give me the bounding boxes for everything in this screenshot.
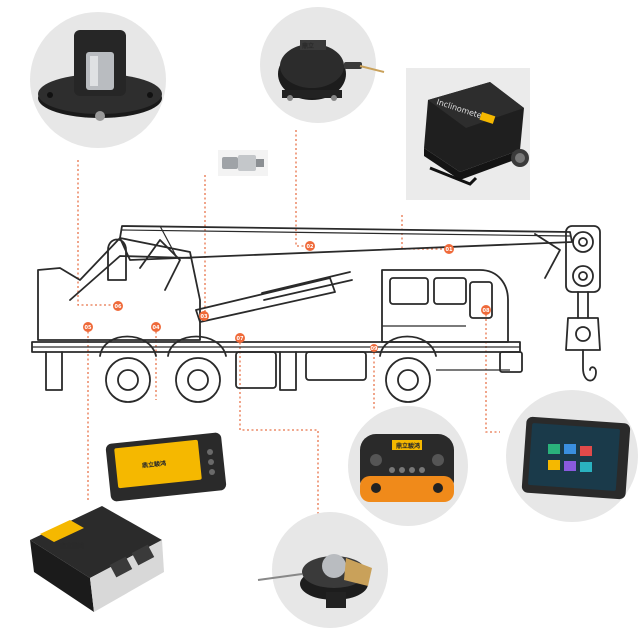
svg-text:09: 09 xyxy=(371,346,378,352)
marker-02: 02 xyxy=(305,241,315,251)
marker-06: 06 xyxy=(113,301,123,311)
svg-text:鼎立: 鼎立 xyxy=(302,42,314,50)
marker-03: 03 xyxy=(199,311,209,321)
svg-text:08: 08 xyxy=(483,308,490,314)
marker-04: 04 xyxy=(151,322,161,332)
svg-text:05: 05 xyxy=(85,325,92,331)
handheld-display-device: 鼎立駿鸿 xyxy=(105,432,227,502)
rotation-encoder-device xyxy=(30,12,166,148)
svg-text:07: 07 xyxy=(237,336,244,342)
svg-text:06: 06 xyxy=(115,304,122,310)
wire-length-sensor-device: 鼎立 xyxy=(260,7,385,123)
controller-brand: 鼎立駿鸿 xyxy=(60,542,84,550)
slewing-encoder-device xyxy=(257,512,388,628)
marker-01: 01 xyxy=(444,244,454,254)
display-brand: 鼎立駿鸿 xyxy=(142,459,167,469)
pressure-sensor-device xyxy=(218,150,268,176)
svg-text:01: 01 xyxy=(446,247,453,253)
remote-brand: 鼎立駿鸿 xyxy=(396,442,420,450)
svg-text:02: 02 xyxy=(307,244,314,250)
controller-box-device: 鼎立駿鸿 xyxy=(30,506,164,612)
marker-07: 07 xyxy=(235,333,245,343)
tablet-display-device xyxy=(506,390,638,522)
crane-illustration xyxy=(31,225,601,403)
remote-controller-device: 鼎立駿鸿 xyxy=(348,406,468,526)
svg-text:03: 03 xyxy=(201,314,208,320)
svg-text:04: 04 xyxy=(153,325,160,331)
inclinometer-device: Inclinometer xyxy=(406,68,530,200)
callout-markers: 01 02 03 04 05 06 07 08 xyxy=(83,241,491,352)
marker-09: 09 xyxy=(370,344,378,352)
marker-08: 08 xyxy=(481,305,491,315)
marker-05: 05 xyxy=(83,322,93,332)
leader-lines xyxy=(77,130,500,520)
